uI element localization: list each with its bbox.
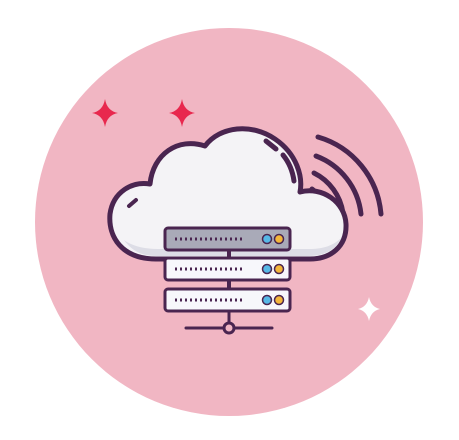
server-unit bbox=[163, 256, 292, 282]
server-rack-icon bbox=[163, 226, 292, 313]
sparkle-icon bbox=[92, 99, 118, 127]
sparkle-icon bbox=[358, 297, 380, 321]
sparkle-icon bbox=[169, 99, 195, 127]
server-unit bbox=[163, 287, 292, 313]
server-unit bbox=[163, 226, 292, 252]
network-node-icon bbox=[184, 311, 274, 335]
